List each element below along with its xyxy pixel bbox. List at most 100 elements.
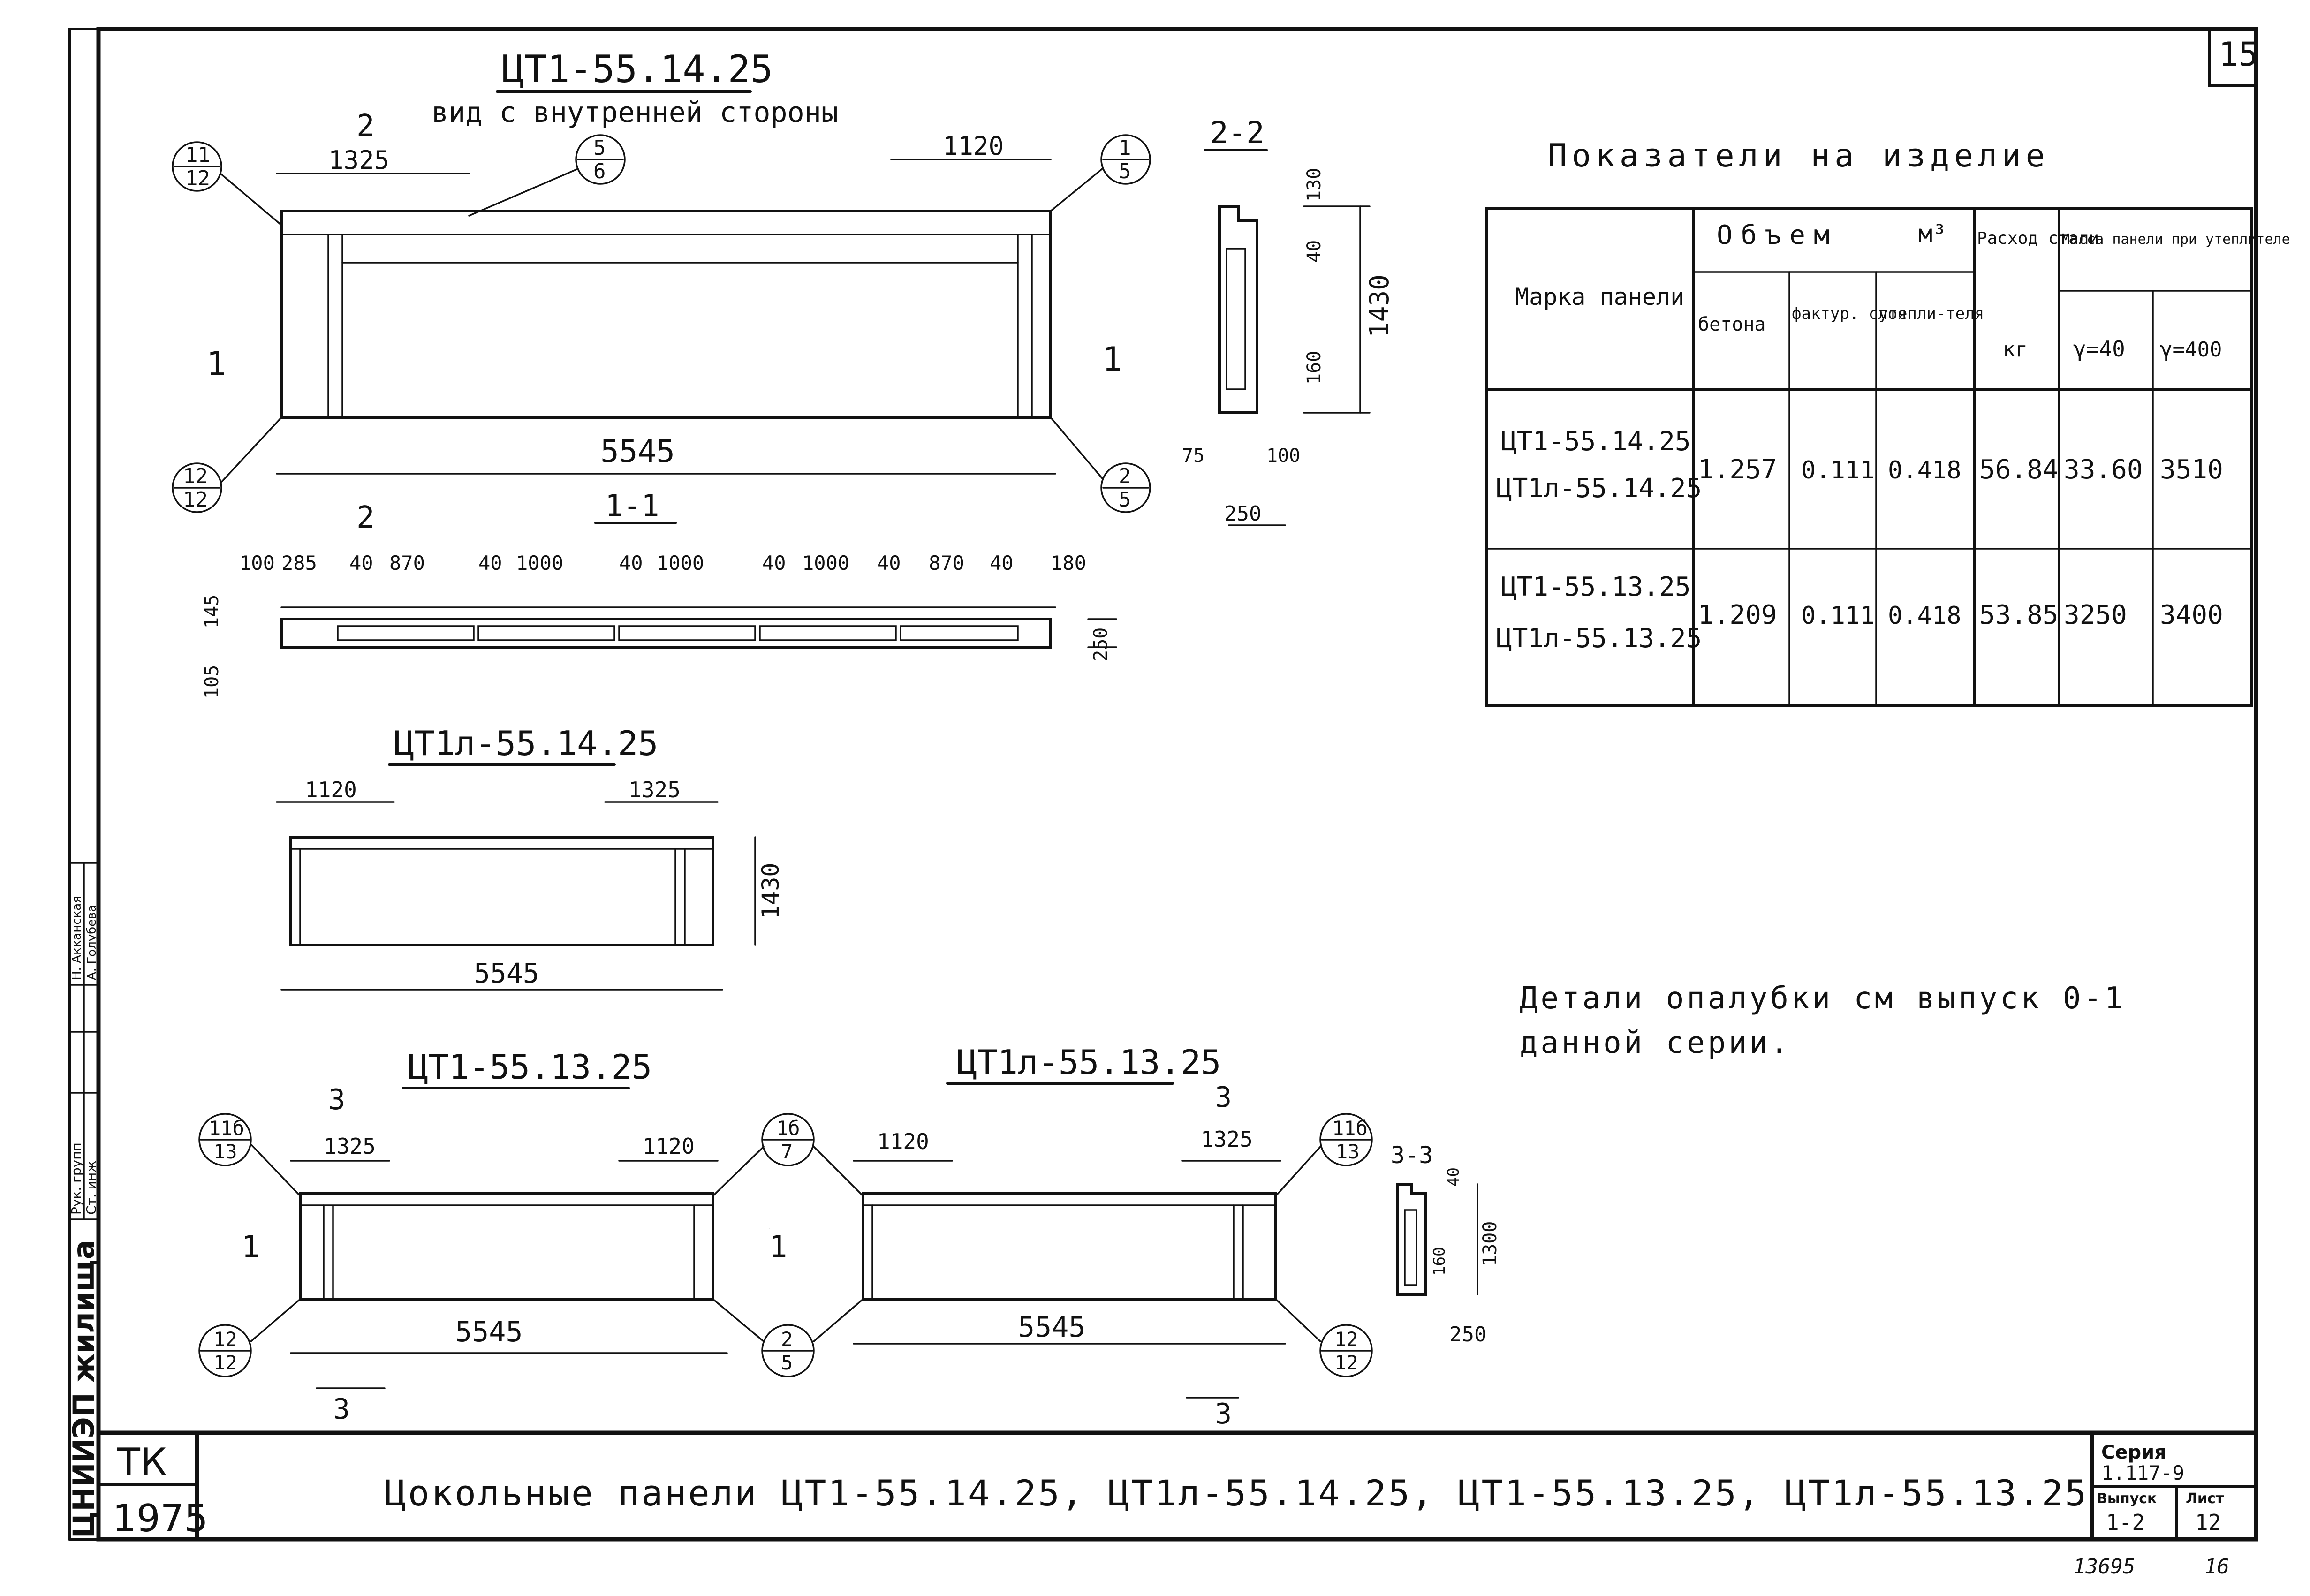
callout-11-12 <box>172 141 282 226</box>
panel-bottom-left <box>290 1160 728 1389</box>
sec22-dim-1430: 1430 <box>1364 274 1395 338</box>
sec11-dim-5: 1000 <box>516 552 563 575</box>
br-callout-c-top: 2 <box>781 1328 793 1351</box>
section-3-3 <box>1396 1183 1478 1296</box>
br-callout-d-bottom: 12 <box>1334 1351 1358 1374</box>
r1-mark2: ЦТ1л-55.14.25 <box>1496 473 1702 504</box>
th-mass: Масса панели при утеплителе <box>2061 231 2290 248</box>
bl-callout-top-b: 13 <box>213 1140 237 1163</box>
note-line-1: Детали опалубки см выпуск 0-1 <box>1520 981 2125 1016</box>
br-title: ЦТ1л-55.13.25 <box>957 1043 1221 1082</box>
th-steel-unit: кг <box>2003 338 2028 362</box>
r1-insul: 0.418 <box>1888 456 1962 484</box>
series-label: Серия <box>2101 1442 2166 1463</box>
th-insul: утепли-теля <box>1878 304 1984 323</box>
callout-12-12-top-a: 12 <box>183 464 208 488</box>
sec11-dim-3: 870 <box>389 552 425 575</box>
top-subtitle: вид с внутренней стороны <box>432 96 838 129</box>
th-g400: γ=400 <box>2160 338 2222 362</box>
sec33-dim-40: 40 <box>1444 1167 1463 1187</box>
sec11-dim-12: 40 <box>990 552 1014 575</box>
stamp-name-1: Н. Акканская <box>70 896 84 980</box>
bl-callout-bot-b: 12 <box>213 1351 237 1374</box>
section-1-1 <box>280 606 1117 649</box>
r1-mark1: ЦТ1-55.14.25 <box>1501 426 1691 457</box>
indicators-table-grid <box>1485 207 2253 707</box>
r2-g400: 3400 <box>2160 600 2223 630</box>
stamp-role-2: Ст. инж <box>83 1161 99 1215</box>
callout-1-5 <box>1050 134 1151 212</box>
callout-11-12-top: 11 <box>185 143 210 167</box>
sec11-dim-0: 100 <box>239 552 275 575</box>
sec22-dim-75: 75 <box>1182 445 1204 467</box>
panel-top-elevation <box>280 210 1052 419</box>
panel-bottom-right <box>853 1160 1286 1399</box>
callout-2-5-top <box>1050 416 1151 513</box>
sec11-dim-4: 40 <box>478 552 502 575</box>
bl-callout-bot-a: 12 <box>213 1328 237 1351</box>
callout-2-5-top-b: 5 <box>1119 488 1131 512</box>
sec11-dim-250: 250 <box>1090 628 1112 661</box>
callout-5-6-bottom: 6 <box>593 159 606 183</box>
panel-mid-elevation <box>276 801 756 991</box>
r2-facture: 0.111 <box>1801 602 1875 630</box>
br-callout-a-bottom: 7 <box>781 1140 793 1163</box>
sheet-number: 15 <box>2219 35 2258 74</box>
sec22-dim-100: 100 <box>1266 445 1300 467</box>
sec22-dim-40: 40 <box>1303 240 1325 263</box>
sec11-dim-2: 40 <box>349 552 373 575</box>
section-33-label: 3-3 <box>1391 1142 1433 1169</box>
top-mark-1-right: 1 <box>1102 340 1122 378</box>
stamp-role-1: Рук. групп <box>68 1142 84 1215</box>
top-dim-1325: 1325 <box>328 145 389 175</box>
callout-12-12-bl <box>198 1298 301 1377</box>
bl-dim-1325: 1325 <box>324 1134 376 1159</box>
br-callout-b-top: 11б <box>1332 1117 1368 1140</box>
left-stamp <box>68 862 99 1220</box>
issue-value: 1-2 <box>2106 1510 2145 1535</box>
br-dim-1325: 1325 <box>1201 1127 1253 1152</box>
sec11-dim-10: 40 <box>877 552 901 575</box>
top-title: ЦТ1-55.14.25 <box>502 47 773 91</box>
callout-2-5-bottom <box>712 1298 864 1377</box>
callout-12-12-top <box>172 416 282 513</box>
list-value: 12 <box>2195 1510 2221 1535</box>
br-mark-3-bottom: 3 <box>1215 1398 1232 1430</box>
callout-12-12-top-b: 12 <box>183 488 208 512</box>
callout-11b-13-right <box>1275 1113 1373 1197</box>
inventory-number: 13695 <box>2073 1555 2135 1579</box>
bl-mark-3-bottom: 3 <box>333 1393 350 1426</box>
sec33-dim-160: 160 <box>1430 1247 1449 1276</box>
th-concrete: бетона <box>1698 314 1766 335</box>
br-mark-1: 1 <box>769 1228 770 1229</box>
bl-dim-1120: 1120 <box>643 1134 695 1159</box>
year-label: 1975 <box>113 1497 208 1540</box>
br-callout-c-bottom: 5 <box>781 1351 793 1374</box>
section-2-2 <box>1218 205 1371 526</box>
th-volume: Объем <box>1717 220 1838 250</box>
th-mark: Марка панели <box>1515 283 1684 310</box>
th-g40: γ=40 <box>2073 336 2125 362</box>
callout-1b-7 <box>712 1113 864 1197</box>
table-heading: Показатели на изделие <box>1548 137 2050 174</box>
sec11-dim-1: 285 <box>281 552 317 575</box>
r2-steel: 53.85 <box>1979 600 2059 630</box>
stamp-name-2: А. Голубева <box>85 905 99 980</box>
callout-11b-13-left <box>198 1113 301 1197</box>
sec22-dim-250: 250 <box>1224 502 1261 526</box>
issue-label: Выпуск <box>2097 1490 2157 1507</box>
sec11-dim-9: 1000 <box>802 552 849 575</box>
br-callout-a-top: 1б <box>776 1117 800 1140</box>
br-mark-3: 3 <box>1215 1081 1232 1114</box>
sec11-dim-13: 180 <box>1051 552 1086 575</box>
r2-g40: 3250 <box>2064 600 2127 630</box>
r2-mark1: ЦТ1-55.13.25 <box>1501 572 1691 602</box>
callout-11-12-bottom: 12 <box>185 166 210 190</box>
top-dim-1120: 1120 <box>943 131 1004 161</box>
org-stamp: ЦНИИЭП жилища <box>67 1240 101 1538</box>
callout-12-12-br <box>1275 1298 1373 1377</box>
sec11-dim-145: 145 <box>201 595 223 628</box>
sec22-dim-130: 130 <box>1303 168 1325 202</box>
mid-dim-1120: 1120 <box>305 777 357 802</box>
bl-mark-3: 3 <box>328 1083 345 1116</box>
